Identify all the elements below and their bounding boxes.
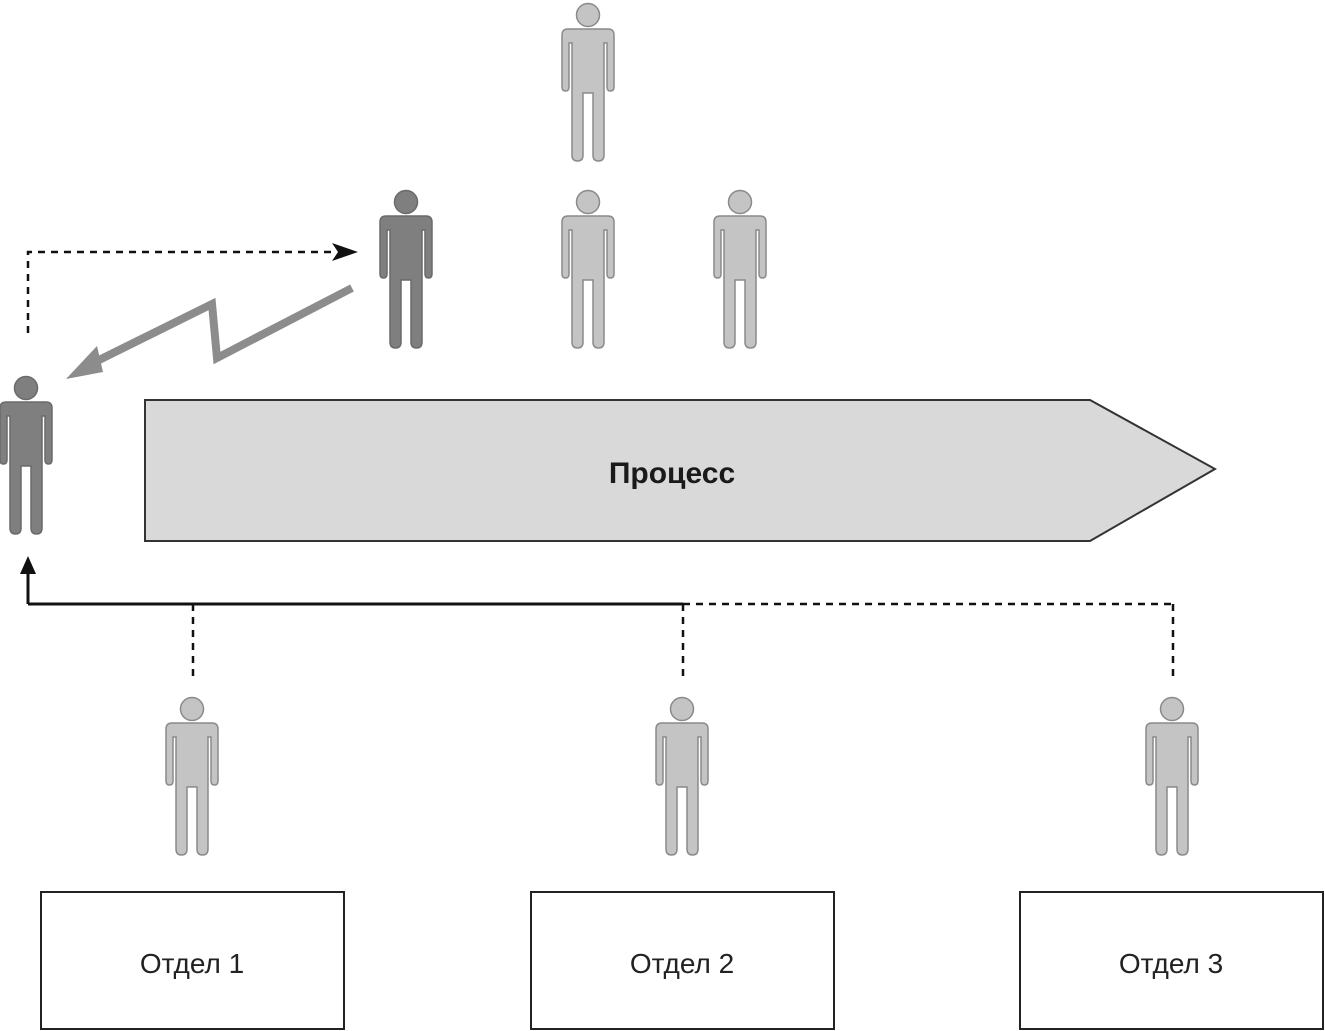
zigzag-arrowhead: [66, 346, 103, 379]
person-left-dark-icon: [0, 375, 53, 535]
person-dept3-icon: [1145, 696, 1199, 856]
dashed-feedback-arrow: [26, 250, 335, 333]
department-box-3: [1019, 891, 1324, 1030]
person-right-light-icon: [713, 189, 767, 349]
department-box-2: [530, 891, 835, 1030]
process-label: Процесс: [609, 457, 735, 490]
person-dark-icon: [379, 189, 433, 349]
zigzag-arrow: [93, 284, 354, 366]
department-label-1: Отдел 1: [140, 948, 244, 979]
connector-arrowhead: [20, 556, 36, 574]
department-box-1: [40, 891, 345, 1030]
department-label-2: Отдел 2: [630, 948, 734, 979]
person-dept2-icon: [655, 696, 709, 856]
person-middle-light-icon: [561, 189, 615, 349]
person-dept1-icon: [165, 696, 219, 856]
process-arrow: [144, 399, 1218, 542]
person-top-light-icon: [561, 2, 615, 162]
department-label-3: Отдел 3: [1119, 948, 1223, 979]
dashed-feedback-arrowhead: [332, 243, 358, 261]
